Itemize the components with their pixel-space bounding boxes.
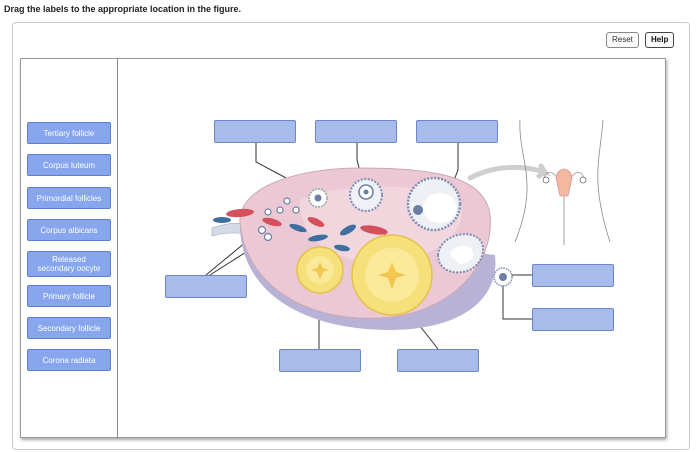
drop-target-1[interactable]	[214, 120, 296, 143]
drop-target-3[interactable]	[416, 120, 498, 143]
help-button[interactable]: Help	[645, 32, 675, 48]
label-corpus-albicans[interactable]: Corpus albicans	[27, 219, 111, 241]
label-tray	[20, 58, 118, 438]
body-outline	[514, 119, 611, 243]
label-primary-follicle[interactable]: Primary follicle	[27, 285, 111, 307]
released-oocyte-drawing	[493, 267, 513, 287]
drop-target-2[interactable]	[315, 120, 397, 143]
blood-vessels	[213, 208, 397, 252]
label-primordial-follicles[interactable]: Primordial follicles	[27, 187, 111, 209]
corpus-albicans-drawing	[296, 246, 344, 294]
secondary-follicle-drawing	[349, 178, 383, 212]
reset-button[interactable]: Reset	[606, 32, 639, 48]
label-corona-radiata[interactable]: Corona radiata	[27, 349, 111, 371]
primordial-follicles-drawing	[257, 197, 300, 242]
drop-target-8[interactable]	[397, 349, 479, 372]
primary-follicle-drawing	[308, 188, 328, 208]
drop-target-7[interactable]	[279, 349, 361, 372]
drop-target-4[interactable]	[165, 275, 247, 298]
drop-target-5[interactable]	[532, 264, 614, 287]
drop-target-6[interactable]	[532, 308, 614, 331]
tertiary-follicle-drawing	[406, 176, 462, 232]
instruction-text: Drag the labels to the appropriate locat…	[4, 4, 242, 14]
reference-arrow	[467, 163, 551, 181]
label-secondary-follicle[interactable]: Secondary follicle	[27, 317, 111, 339]
ruptured-follicle-drawing	[436, 233, 485, 274]
uterus-icon	[542, 168, 587, 245]
label-corpus-luteum[interactable]: Corpus luteum	[27, 154, 111, 176]
label-released-secondary-oocyte[interactable]: Released secondary oocyte	[27, 251, 111, 277]
label-tertiary-follicle[interactable]: Tertiary follicle	[27, 122, 111, 144]
corpus-luteum-drawing	[351, 234, 433, 316]
